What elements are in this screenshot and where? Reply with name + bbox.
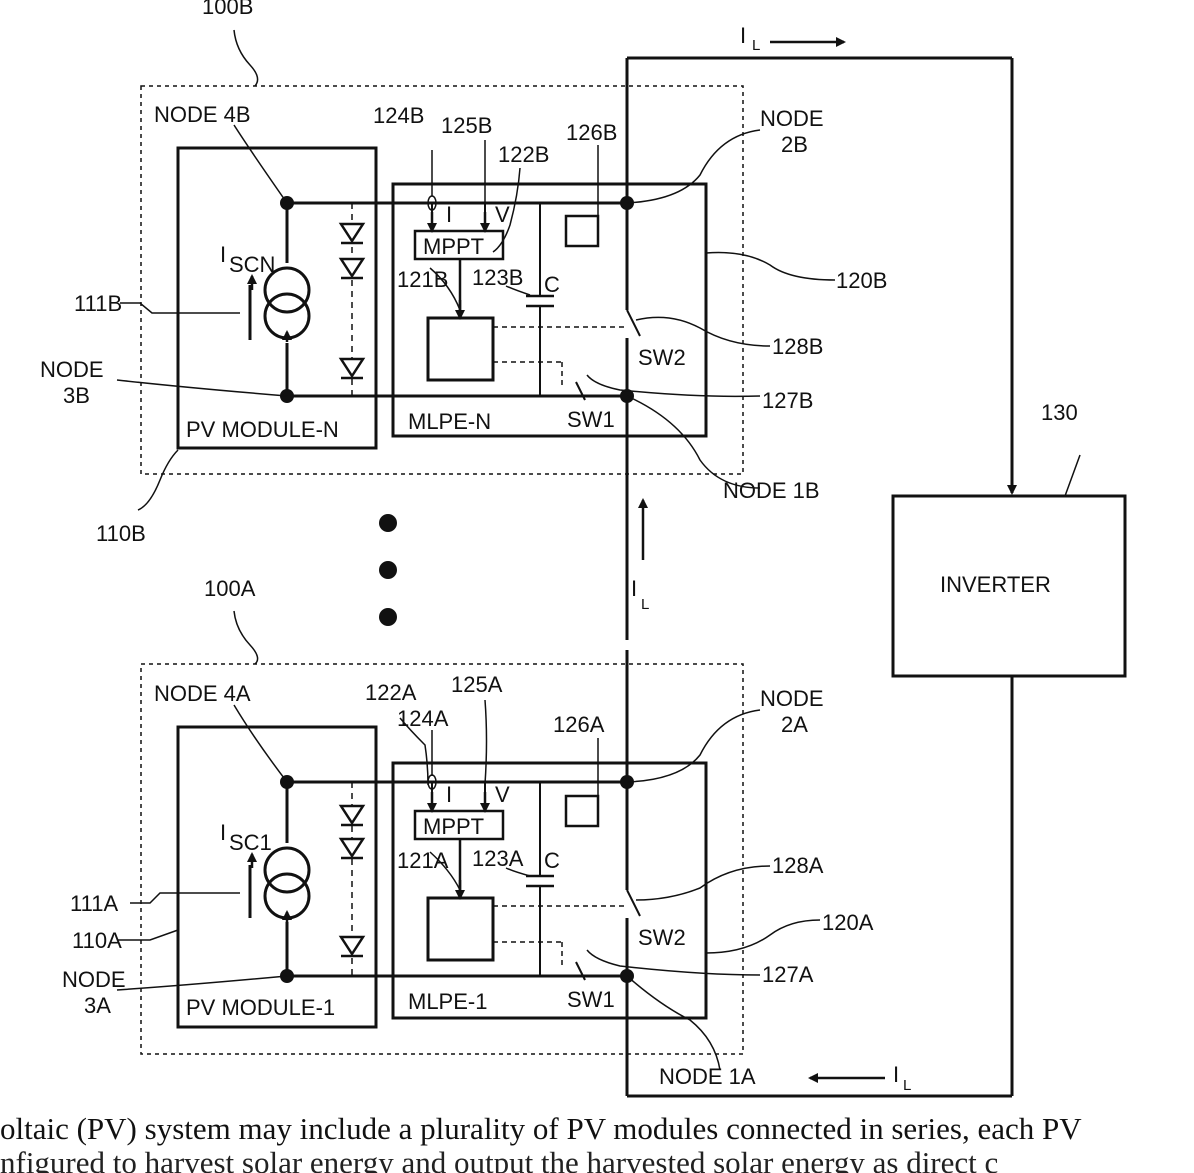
label-node2b-l2: 2B (781, 132, 808, 157)
label-node3a-l2: 3A (84, 993, 111, 1018)
label-125a: 125A (451, 672, 503, 697)
label-122a: 122A (365, 680, 417, 705)
label-pv-module-n: PV MODULE-N (186, 417, 339, 442)
label-126a: 126A (553, 712, 605, 737)
comm-126b-box (566, 216, 598, 246)
label-123b: 123B (472, 265, 523, 290)
label-126b: 126B (566, 120, 617, 145)
label-i-pin-a: I (446, 782, 452, 807)
caption-line-2: nfigured to harvest solar energy and out… (0, 1146, 1194, 1173)
diode-b1-icon (341, 224, 363, 241)
label-isc-n-sub: SCN (229, 252, 275, 277)
controller-121b-box (428, 318, 493, 380)
pv-system-diagram: 100B 100A NODE 4B NODE 4A 124B 125B 122B… (0, 0, 1194, 1112)
label-111b: 111B (74, 291, 122, 316)
label-v-pin-a: V (495, 782, 510, 807)
diode-b2-icon (341, 259, 363, 276)
label-il-top-sub: L (752, 37, 760, 54)
label-cap-a: C (544, 848, 560, 873)
controller-121a-box (428, 898, 493, 960)
diode-a1-icon (341, 806, 363, 823)
ellipsis-dot-3 (379, 608, 397, 626)
caption-line-1: oltaic (PV) system may include a plurali… (0, 1112, 1194, 1146)
label-121b: 121B (397, 267, 448, 292)
label-node1b: NODE 1B (723, 478, 820, 503)
label-isc-1: I (220, 820, 226, 845)
label-node2a-l1: NODE (760, 686, 824, 711)
caption-text: oltaic (PV) system may include a plurali… (0, 1112, 1194, 1173)
label-124b: 124B (373, 103, 424, 128)
label-mppt-a: MPPT (423, 814, 484, 839)
label-123a: 123A (472, 846, 524, 871)
label-127a: 127A (762, 962, 814, 987)
label-120a: 120A (822, 910, 874, 935)
label-node4b: NODE 4B (154, 102, 251, 127)
label-125b: 125B (441, 113, 492, 138)
ellipsis-dot-1 (379, 514, 397, 532)
label-node4a: NODE 4A (154, 681, 251, 706)
label-pv-module-1: PV MODULE-1 (186, 995, 335, 1020)
label-120b: 120B (836, 268, 887, 293)
label-100b: 100B (202, 0, 253, 19)
label-128b: 128B (772, 334, 823, 359)
label-110b: 110B (96, 521, 146, 546)
label-node2a-l2: 2A (781, 712, 808, 737)
label-111a: 111A (70, 891, 118, 916)
label-sw1-a: SW1 (567, 987, 615, 1012)
label-isc-1-sub: SC1 (229, 830, 272, 855)
label-mppt-b: MPPT (423, 234, 484, 259)
label-sw2-b: SW2 (638, 345, 686, 370)
label-122b: 122B (498, 142, 549, 167)
label-mlpe-1: MLPE-1 (408, 989, 487, 1014)
label-121a: 121A (397, 848, 449, 873)
diode-a3-icon (341, 937, 363, 954)
label-127b: 127B (762, 388, 813, 413)
label-sw1-b: SW1 (567, 407, 615, 432)
label-node3b-l2: 3B (63, 383, 90, 408)
label-node3a-l1: NODE (62, 967, 126, 992)
comm-126a-box (566, 796, 598, 826)
label-il-middle: I (631, 576, 637, 601)
diode-b3-icon (341, 359, 363, 376)
label-il-middle-sub: L (641, 596, 649, 613)
ellipsis-dot-2 (379, 561, 397, 579)
label-124a: 124A (397, 706, 449, 731)
mlpe-n-box (393, 184, 706, 436)
label-node1a: NODE 1A (659, 1064, 756, 1089)
label-i-pin-b: I (446, 202, 452, 227)
label-mlpe-n: MLPE-N (408, 409, 491, 434)
label-110a: 110A (72, 928, 122, 953)
label-sw2-a: SW2 (638, 925, 686, 950)
label-il-bottom: I (893, 1062, 899, 1087)
label-inverter: INVERTER (940, 572, 1051, 597)
label-node3b-l1: NODE (40, 357, 104, 382)
mlpe-1-box (393, 763, 706, 1018)
label-isc-n: I (220, 242, 226, 267)
label-100a: 100A (204, 576, 256, 601)
label-node2b-l1: NODE (760, 106, 824, 131)
label-il-bottom-sub: L (903, 1077, 911, 1094)
label-cap-b: C (544, 272, 560, 297)
label-il-top: I (740, 23, 746, 48)
label-128a: 128A (772, 853, 824, 878)
diode-a2-icon (341, 839, 363, 856)
label-v-pin-b: V (495, 202, 510, 227)
label-130: 130 (1041, 400, 1078, 425)
